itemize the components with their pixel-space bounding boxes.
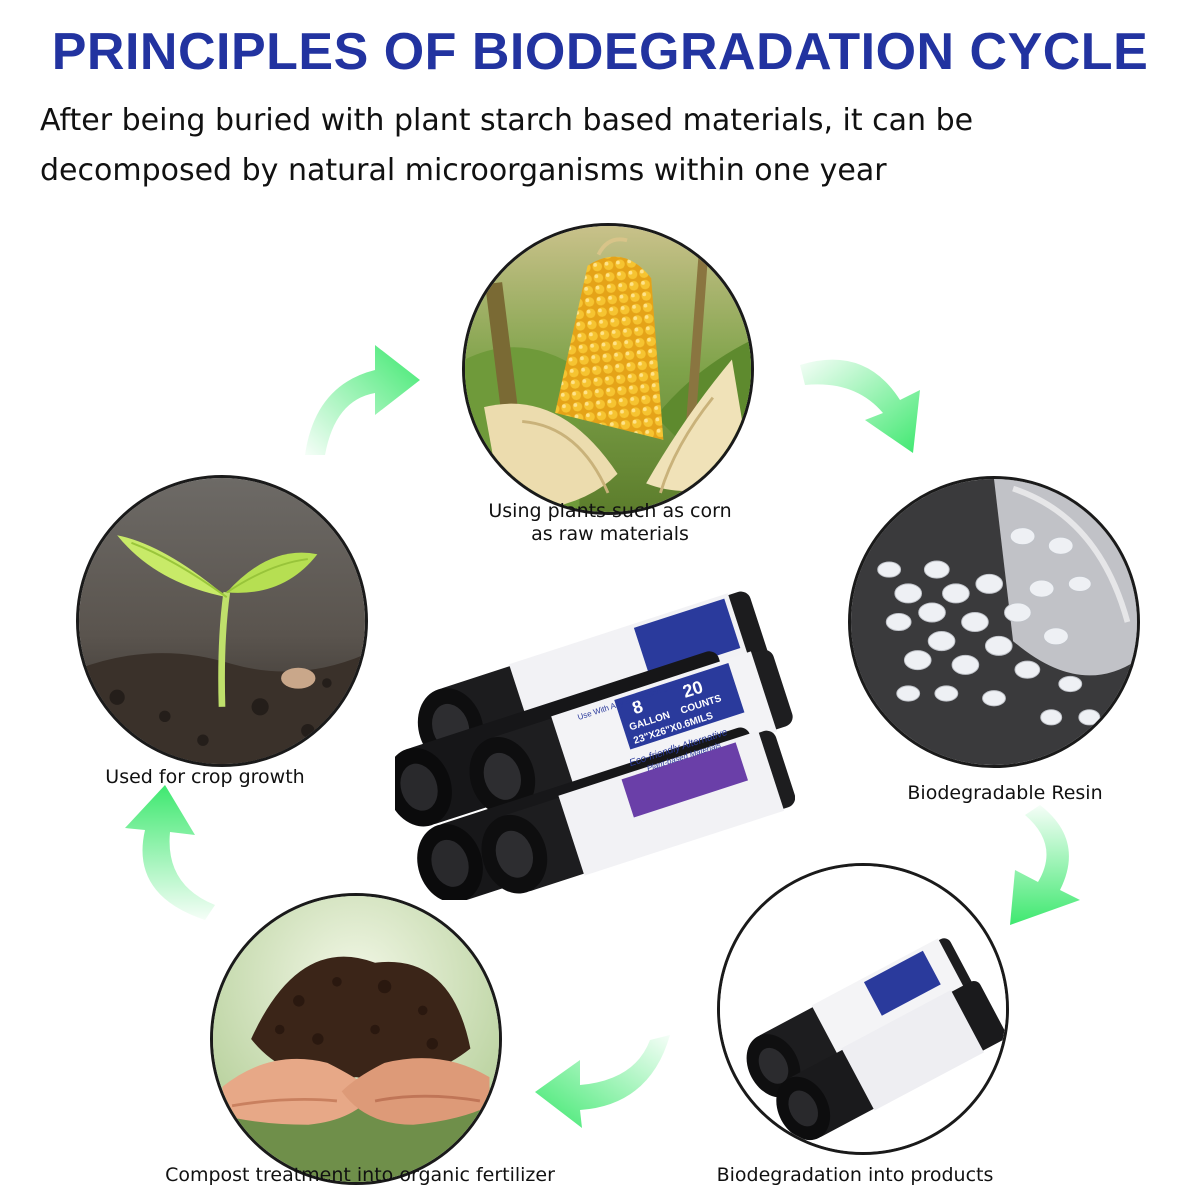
arrow-resin-to-products-icon [1010,805,1080,925]
resin-pellets-icon [851,479,1137,765]
resin-circle [848,476,1140,768]
product-rolls-image: 8 GALLON 20 COUNTS 23"X26"X0.6MILS Eco-f… [395,591,795,900]
step-label-compost: Compost treatment into organic fertilize… [165,1164,555,1186]
arrow-products-to-compost-icon [535,1035,670,1128]
soil-hands-icon [213,896,499,1182]
step-label-products: Biodegradation into products [716,1164,994,1186]
trash-bag-rolls-icon [720,866,1006,1152]
seedling-circle [76,475,368,767]
step-label-corn: Using plants such as corn as raw materia… [488,500,732,545]
step-label-seedling: Used for crop growth [105,766,305,788]
page-title: PRINCIPLES OF BIODEGRADATION CYCLE [51,23,1149,81]
compost-circle [210,893,502,1185]
corn-circle [462,223,754,515]
seedling-icon [79,478,365,764]
arrow-seedling-to-corn-icon [305,345,420,455]
corn-icon [465,226,751,512]
products-circle [717,863,1009,1155]
step-label-resin: Biodegradable Resin [907,782,1103,804]
page-subtitle: After being buried with plant starch bas… [40,103,974,188]
arrow-compost-to-seedling-icon [125,785,215,920]
arrow-corn-to-resin-icon [800,359,920,453]
